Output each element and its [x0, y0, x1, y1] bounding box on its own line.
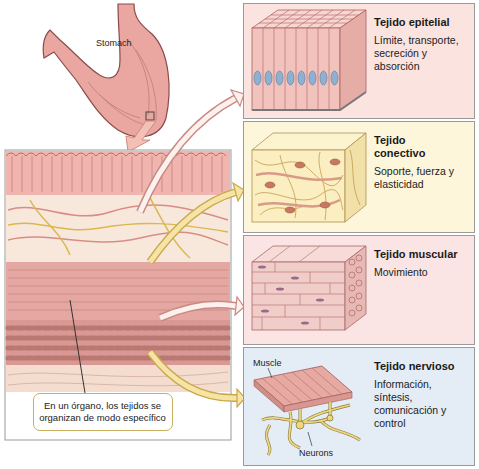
tissue-panel: Tejido muscularMovimiento — [243, 235, 475, 345]
stomach-illustration — [43, 4, 169, 137]
neuron-fibers — [262, 402, 360, 455]
arrow-outline — [150, 192, 236, 262]
nerve-fibers — [8, 198, 228, 258]
tissue-arrows — [140, 90, 245, 407]
text-column: Tejido conectivoSoporte, fuerza y elasti… — [374, 134, 458, 191]
block-top — [252, 10, 366, 28]
stomach-shape — [43, 4, 169, 137]
muscle-cell-borders — [252, 246, 345, 330]
tissue-panel: Tejido epitelialLímite, transporte, secr… — [243, 3, 475, 119]
part-label: Stomach — [96, 38, 132, 49]
muscle-cross-sections — [349, 255, 362, 316]
arrow-body — [150, 192, 236, 262]
muscle-cells — [8, 328, 228, 358]
label-leaders — [268, 368, 312, 446]
connective-cells — [265, 159, 340, 213]
text-column: Tejido epitelialLímite, transporte, secr… — [374, 16, 472, 73]
muscle-slab-edge — [254, 380, 284, 412]
fibers — [255, 150, 360, 220]
arrow-outline — [150, 352, 238, 398]
block-side — [340, 10, 366, 110]
tissue-panel: Tejido conectivoSoporte, fuerza y elasti… — [243, 121, 475, 233]
block-top — [252, 133, 366, 150]
block-front — [252, 150, 345, 222]
villi-lines — [12, 156, 222, 192]
block-front — [252, 262, 345, 330]
muscle-layer — [6, 262, 230, 320]
panel-heading: Tejido muscular — [374, 248, 472, 261]
callout-text: En un órgano, los tejidos se organizan d… — [38, 400, 167, 424]
muscle-stripes — [262, 368, 342, 404]
zoom-square — [146, 112, 154, 120]
panel-description: Movimiento — [374, 266, 472, 279]
muscle-slab-edge — [284, 392, 352, 412]
neuron-bodies — [296, 415, 333, 429]
mucosa-layer — [6, 151, 230, 195]
arrow-body — [160, 305, 236, 319]
text-column: En un órgano, los tejidos se organizan d… — [38, 400, 167, 424]
panel-description: Límite, transporte, secreción y absorció… — [374, 34, 472, 73]
muscle-nuclei — [258, 266, 324, 325]
block-top — [252, 246, 366, 262]
muscle-slab-top — [254, 366, 352, 406]
callout-box: En un órgano, los tejidos se organizan d… — [33, 393, 173, 431]
part-label: Muscle — [253, 358, 282, 369]
mucosa-surface — [6, 153, 226, 156]
muscle-illustration — [252, 246, 366, 330]
panel-heading: Tejido conectivo — [374, 134, 458, 160]
neuron-outline — [262, 402, 360, 455]
section-frame — [5, 150, 231, 440]
text-column: Tejido nerviosoInformación, síntesis, co… — [374, 360, 472, 430]
epithelium-illustration — [252, 10, 366, 110]
text-column: Tejido muscularMovimiento — [374, 248, 472, 279]
serosa-fibers — [8, 372, 228, 386]
block-side — [345, 133, 366, 222]
panel-heading: Tejido epitelial — [374, 16, 472, 29]
panel-heading: Tejido nervioso — [374, 360, 472, 373]
tissue-panel: Tejido nerviosoInformación, síntesis, co… — [243, 347, 475, 466]
cell-nuclei — [254, 71, 338, 85]
collagen-fibers — [256, 173, 342, 206]
block-side — [345, 246, 366, 330]
block-front — [252, 28, 340, 110]
muscle-layer-outer — [6, 320, 230, 365]
stomach-rugae — [88, 40, 156, 126]
cell-borders — [259, 10, 359, 110]
basement-membrane — [252, 92, 366, 110]
arrow-body — [150, 352, 238, 398]
nerve-illustration — [254, 366, 360, 455]
connective-illustration — [252, 133, 366, 222]
panel-description: Soporte, fuerza y elasticidad — [374, 165, 458, 191]
leader-line — [70, 300, 85, 393]
zoom-arrow — [126, 121, 156, 152]
submucosa-layer — [6, 195, 230, 262]
part-label: Neurons — [299, 448, 333, 459]
panel-description: Información, síntesis, comunicación y co… — [374, 378, 472, 430]
arrow-outline — [160, 305, 236, 319]
